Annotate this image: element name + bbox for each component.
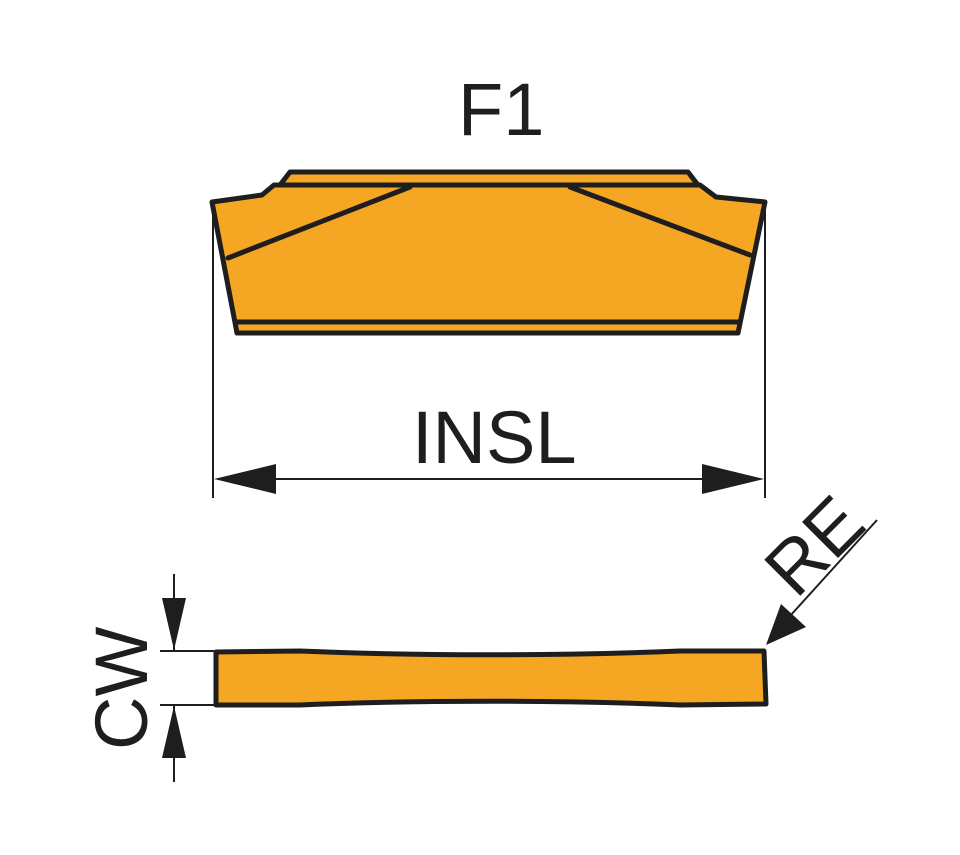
insl-dimension	[212, 205, 766, 498]
cw-arrow-top	[162, 598, 186, 650]
view-label-f1: F1	[458, 68, 544, 151]
dimension-label-re: RE	[749, 480, 880, 611]
insert-right-chipbreaker-line	[567, 184, 753, 258]
insl-arrow-left	[214, 464, 276, 494]
insert-main-body	[209, 182, 768, 336]
insl-arrow-right	[702, 464, 764, 494]
re-arrow	[766, 604, 806, 645]
re-leader-line	[789, 519, 878, 617]
insert-top-view	[209, 169, 768, 336]
cw-arrow-bottom	[162, 706, 186, 758]
dimension-label-insl: INSL	[412, 396, 577, 479]
re-dimension	[766, 519, 878, 645]
insert-side-view	[213, 648, 769, 708]
insert-side-body	[213, 648, 769, 708]
dimension-label-cw: CW	[80, 627, 163, 750]
insert-left-chipbreaker-line	[225, 184, 413, 261]
cw-dimension	[160, 574, 214, 782]
